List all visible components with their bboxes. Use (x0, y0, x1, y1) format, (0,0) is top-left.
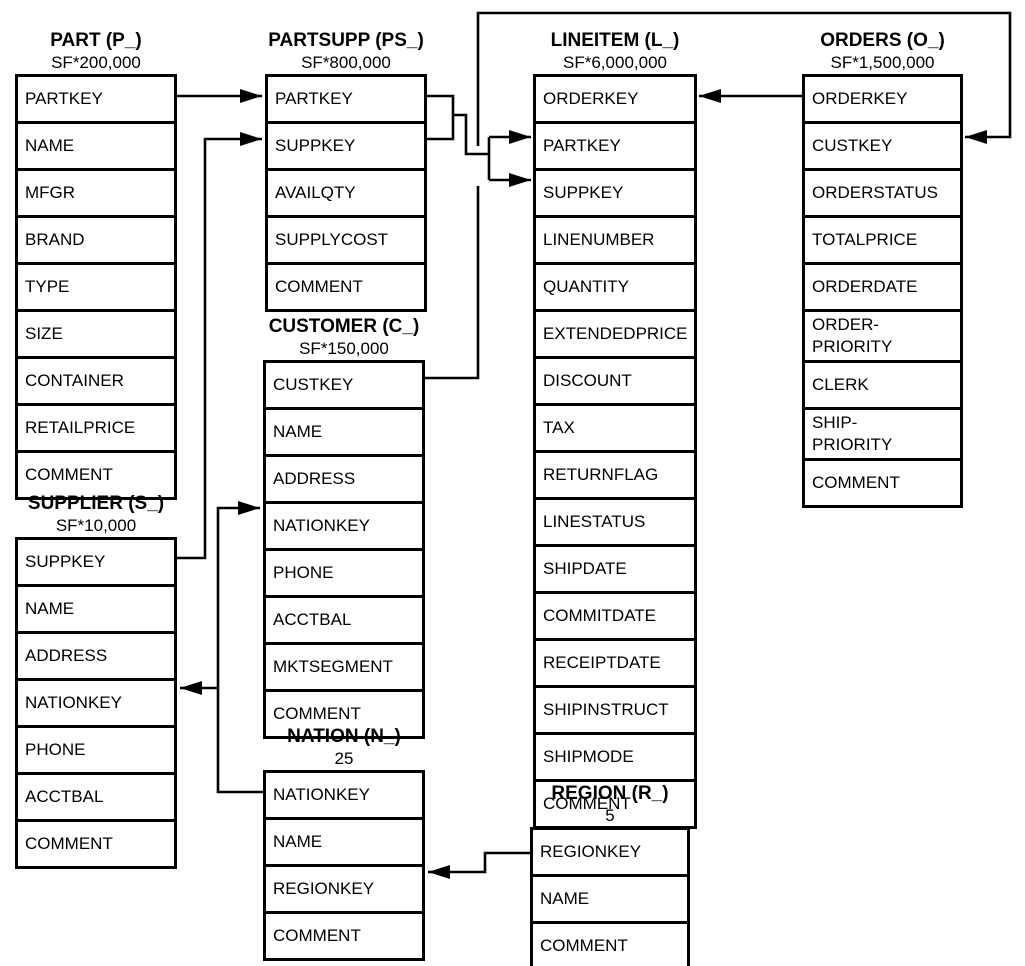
table-lineitem: LINEITEM (L_) SF*6,000,000 ORDERKEY PARTK… (533, 29, 697, 829)
table-region-cardinality: 5 (605, 806, 615, 825)
table-orders-title: ORDERS (O_) (820, 30, 945, 51)
table-partsupp-title: PARTSUPP (PS_) (268, 30, 424, 51)
column-cell: CUSTKEY (273, 374, 354, 394)
column-cell: NATIONKEY (273, 784, 370, 804)
table-supplier-cardinality: SF*10,000 (55, 516, 137, 535)
table-partsupp-cardinality: SF*800,000 (301, 53, 391, 72)
column-cell: NAME (18, 584, 174, 631)
table-partsupp: PARTSUPP (PS_) SF*800,000 PARTKEY SUPPKEY… (265, 29, 427, 312)
fk-customer-custkey-segment-lower (425, 186, 480, 380)
column-cell: COMMENT (536, 779, 694, 826)
table-nation-cardinality: 25 (334, 749, 354, 768)
fk-region-regionkey-to-nation-regionkey (428, 851, 530, 879)
column-cell: PHONE (18, 725, 174, 772)
table-part-cardinality: SF*200,000 (51, 53, 141, 72)
column-cell: PARTKEY (275, 88, 353, 108)
fk-partsupp-to-lineitem-trunk (453, 113, 489, 156)
column-cell: LINENUMBER (536, 215, 694, 262)
column-cell: SHIPMODE (536, 732, 694, 779)
column-cell: RECEIPTDATE (536, 638, 694, 685)
table-supplier-title: SUPPLIER (S_) (27, 493, 165, 514)
column-cell: NATIONKEY (18, 678, 174, 725)
column-cell: ADDRESS (266, 454, 422, 501)
column-cell: PARTKEY (25, 88, 103, 108)
column-cell: REGIONKEY (266, 864, 422, 911)
column-cell: LINESTATUS (536, 497, 694, 544)
column-cell: DISCOUNT (536, 356, 694, 403)
table-orders: ORDERS (O_) SF*1,500,000 ORDERKEY CUSTKEY… (802, 29, 963, 509)
column-cell: REGIONKEY (540, 841, 642, 861)
column-cell: ORDERKEY (812, 88, 908, 108)
column-cell: ACCTBAL (266, 595, 422, 642)
column-cell: SUPPLYCOST (268, 215, 424, 262)
table-region-title: REGION (R_) (551, 783, 669, 804)
fk-supplier-suppkey-to-partsupp-suppkey (177, 132, 262, 560)
column-cell: SHIPINSTRUCT (536, 685, 694, 732)
column-cell: COMMENT (18, 819, 174, 866)
column-cell: ORDER- PRIORITY (805, 309, 960, 360)
column-cell: TYPE (18, 262, 174, 309)
column-cell: CLERK (805, 360, 960, 407)
column-cell: ADDRESS (18, 631, 174, 678)
column-cell: QUANTITY (536, 262, 694, 309)
column-cell: NAME (18, 121, 174, 168)
column-cell: AVAILQTY (268, 168, 424, 215)
column-cell: RETURNFLAG (536, 450, 694, 497)
column-cell: MKTSEGMENT (266, 642, 422, 689)
column-cell: NAME (266, 407, 422, 454)
column-cell: NAME (266, 817, 422, 864)
column-cell: COMMENT (268, 262, 424, 309)
column-cell: SUPPKEY (25, 551, 106, 571)
column-cell: COMMENT (266, 911, 422, 958)
column-cell: COMMENT (805, 458, 960, 505)
column-cell: ORDERKEY (543, 88, 639, 108)
column-cell: EXTENDEDPRICE (536, 309, 694, 356)
table-lineitem-cardinality: SF*6,000,000 (563, 53, 667, 72)
column-cell: COMMITDATE (536, 591, 694, 638)
column-cell: PHONE (266, 548, 422, 595)
column-cell: TOTALPRICE (805, 215, 960, 262)
column-cell: BRAND (18, 215, 174, 262)
column-cell: MFGR (18, 168, 174, 215)
column-cell: ORDERSTATUS (805, 168, 960, 215)
table-customer-title: CUSTOMER (C_) (268, 316, 420, 337)
table-orders-cardinality: SF*1,500,000 (830, 53, 935, 72)
table-lineitem-title: LINEITEM (L_) (550, 30, 680, 51)
column-cell: PARTKEY (536, 121, 694, 168)
table-nation-title: NATION (N_) (287, 726, 401, 747)
column-cell: ACCTBAL (18, 772, 174, 819)
fk-nation-nationkey-to-customer-nationkey (216, 501, 263, 794)
column-cell: COMMENT (533, 921, 687, 966)
column-cell: RETAILPRICE (18, 403, 174, 450)
table-customer-cardinality: SF*150,000 (299, 339, 389, 358)
table-part-title: PART (P_) (50, 30, 142, 51)
column-cell: CUSTKEY (805, 121, 960, 168)
column-cell: COMMENT (266, 689, 422, 736)
column-cell: CONTAINER (18, 356, 174, 403)
column-cell: TAX (536, 403, 694, 450)
column-cell: SUPPKEY (536, 168, 694, 215)
column-cell: SHIP- PRIORITY (805, 407, 960, 458)
column-cell: SHIPDATE (536, 544, 694, 591)
column-cell: NATIONKEY (266, 501, 422, 548)
column-cell: COMMENT (18, 450, 174, 497)
column-cell: SUPPKEY (268, 121, 424, 168)
column-cell: SIZE (18, 309, 174, 356)
column-cell: ORDERDATE (805, 262, 960, 309)
fk-partsupp-bracket (427, 94, 455, 141)
column-cell: NAME (533, 874, 687, 921)
